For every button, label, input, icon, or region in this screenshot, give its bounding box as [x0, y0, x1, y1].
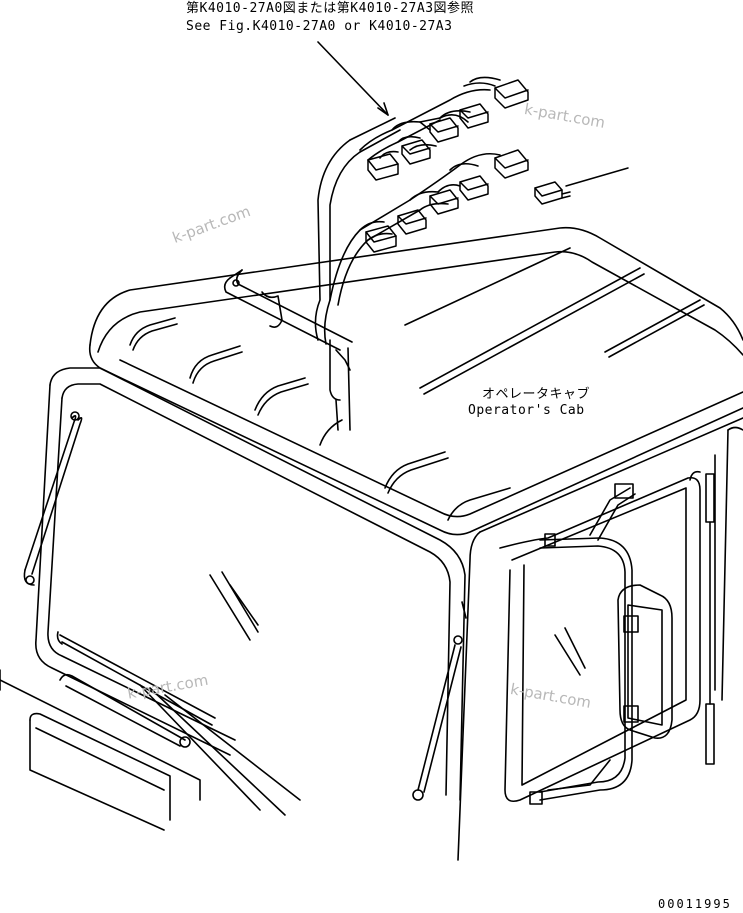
wiper [56, 631, 301, 816]
roof-pipe [223, 269, 353, 351]
windshield [35, 367, 466, 801]
harness-conduit [314, 117, 401, 431]
small-connector [534, 167, 629, 205]
harness-lower-wires [329, 152, 501, 306]
cab-label-ja: オペレータキャブ [482, 387, 591, 402]
roof-ribs [129, 247, 705, 521]
front-panel [0, 679, 201, 831]
connectors [365, 79, 529, 253]
door-hinge [705, 473, 715, 765]
cab-roof [0, 226, 743, 691]
drawing-number: 00011995 [658, 897, 732, 911]
left-grab-rail [23, 411, 83, 586]
reference-note-en: See Fig.K4010-27A0 or K4010-27A3 [186, 19, 453, 34]
reference-note-ja: 第K4010-27A0図または第K4010-27A3図参照 [186, 1, 475, 16]
reference-leader [317, 41, 389, 116]
cab-label-en: Operator's Cab [468, 403, 585, 418]
side-mirror [529, 483, 673, 805]
door-window [457, 417, 743, 861]
door-grab-rail [412, 601, 467, 801]
